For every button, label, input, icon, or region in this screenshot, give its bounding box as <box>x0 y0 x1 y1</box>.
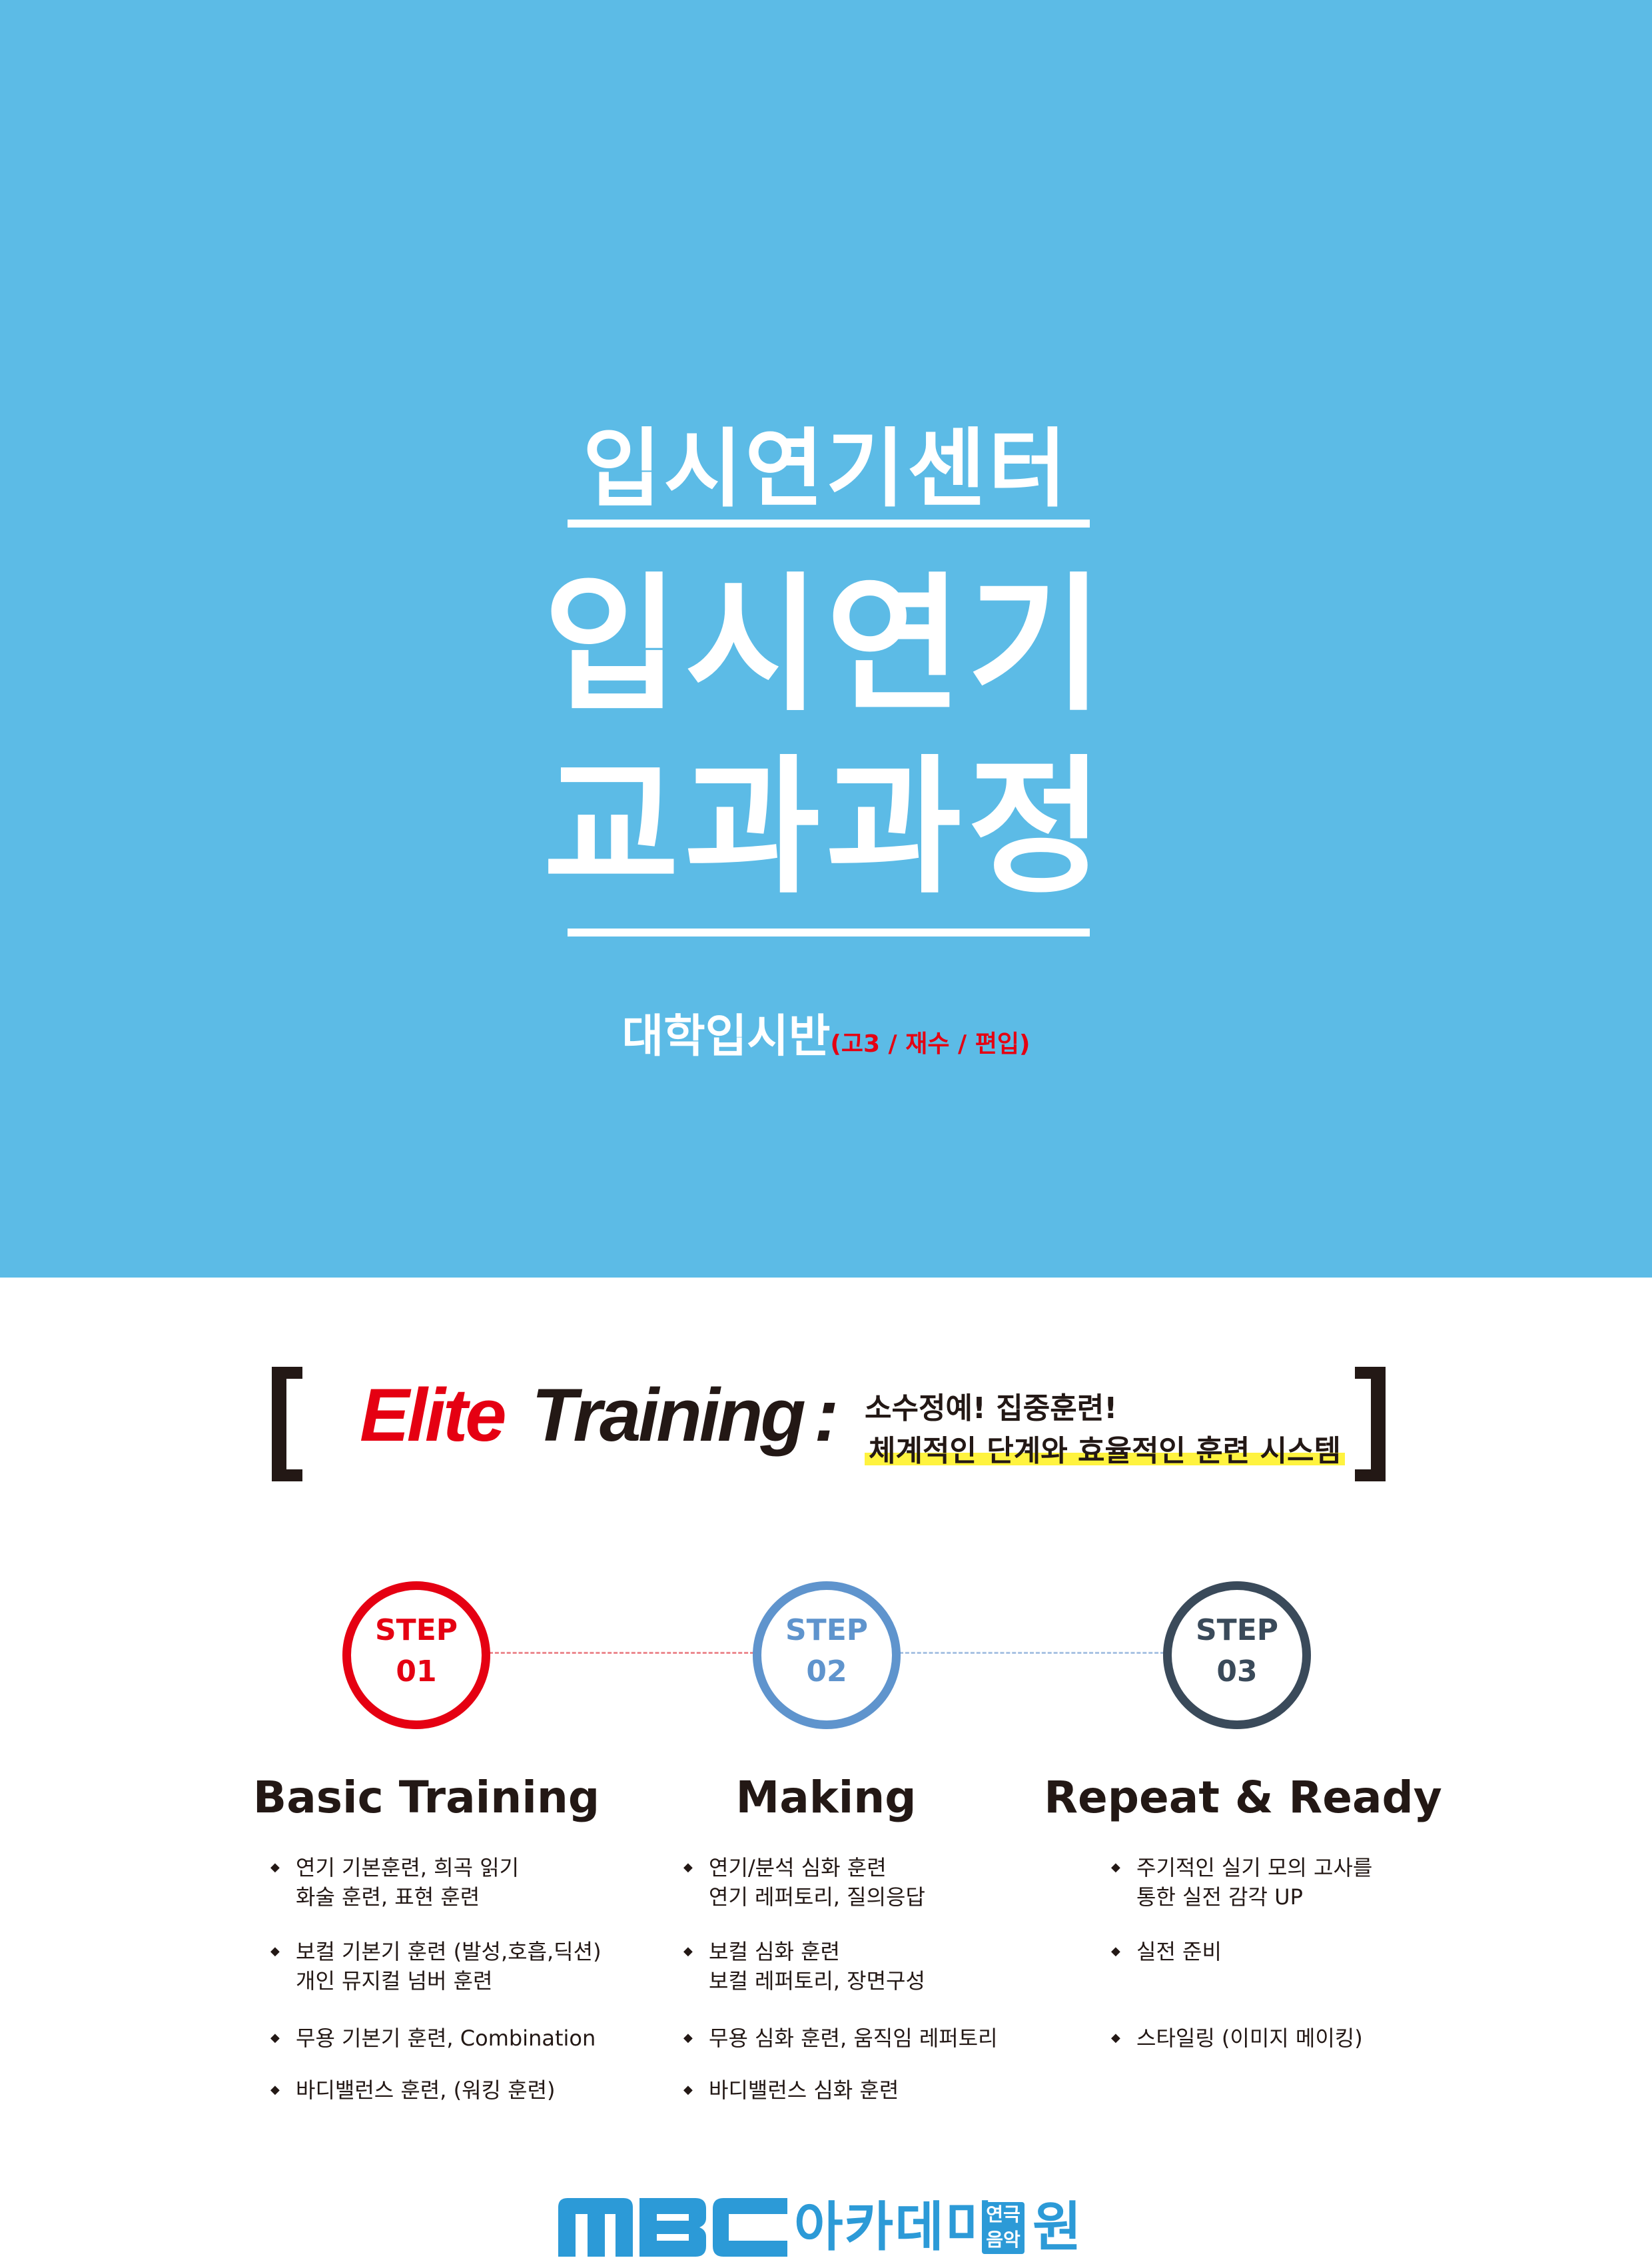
list-item: 스타일링 (이미지 메이킹) <box>1111 2024 1363 2053</box>
step-connector-1 <box>489 1652 754 1654</box>
training-word: Training <box>532 1373 806 1457</box>
step-circle-1: STEP 01 <box>342 1581 490 1729</box>
banner-colon: : <box>814 1373 839 1457</box>
list-item: 바디밸런스 훈련, (워킹 훈련) <box>270 2075 556 2105</box>
list-item-line: 통한 실전 감각 UP <box>1136 1884 1303 1910</box>
step-number: 02 <box>806 1655 847 1689</box>
step-label: STEP <box>1195 1613 1278 1647</box>
list-item-line: 개인 뮤지컬 넘버 훈련 <box>296 1968 493 1994</box>
mbc-logo-icon <box>558 2198 787 2257</box>
step-label: STEP <box>374 1613 458 1647</box>
list-item-line: 실전 준비 <box>1136 1939 1222 1964</box>
bracket-right <box>1355 1367 1386 1481</box>
slogan-line-1: 소수정예! 집중훈련! <box>865 1391 1118 1425</box>
mbc-academy-logo: 아카데미 연극 음악 원 <box>558 2195 1104 2259</box>
class-name: 대학입시반 <box>621 1010 831 1063</box>
list-item-line: 보컬 기본기 훈련 (발성,호흡,딕션) <box>296 1939 602 1964</box>
hero-section: 입시연기센터 입시연기 교과과정 대학입시반(고3 / 재수 / 편입) <box>0 0 1652 1278</box>
list-item: 연기 기본훈련, 희곡 읽기 화술 훈련, 표현 훈련 <box>270 1853 519 1912</box>
class-line: 대학입시반(고3 / 재수 / 편입) <box>0 999 1652 1065</box>
list-item: 보컬 기본기 훈련 (발성,호흡,딕션) 개인 뮤지컬 넘버 훈련 <box>270 1937 602 1996</box>
list-item: 보컬 심화 훈련 보컬 레퍼토리, 장면구성 <box>683 1937 925 1996</box>
list-item-line: 바디밸런스 훈련, (워킹 훈련) <box>296 2077 556 2103</box>
list-item-line: 보컬 심화 훈련 <box>709 1939 840 1964</box>
logo-suffix: 원 <box>1032 2196 1082 2258</box>
step-connector-2 <box>899 1652 1164 1654</box>
list-item-line: 연기 레퍼토리, 질의응답 <box>709 1884 925 1910</box>
title-rule-top <box>568 520 1090 528</box>
list-item-line: 화술 훈련, 표현 훈련 <box>296 1884 480 1910</box>
list-item-line: 무용 기본기 훈련, Combination <box>296 2026 596 2051</box>
title-line-1: 입시연기 <box>543 560 1109 731</box>
list-item: 연기/분석 심화 훈련 연기 레퍼토리, 질의응답 <box>683 1853 925 1912</box>
list-item: 무용 기본기 훈련, Combination <box>270 2024 596 2053</box>
logo-tag-line: 연극 <box>986 2203 1021 2225</box>
list-item-line: 무용 심화 훈련, 움직임 레퍼토리 <box>709 2026 998 2051</box>
list-item-line: 연기/분석 심화 훈련 <box>709 1855 887 1880</box>
logo-tag: 연극 음악 <box>982 2202 1025 2254</box>
class-subtitle: (고3 / 재수 / 편입) <box>830 1030 1031 1058</box>
step-number: 01 <box>396 1655 437 1689</box>
list-item-line: 주기적인 실기 모의 고사를 <box>1136 1855 1373 1880</box>
step-title-1: Basic Training <box>252 1772 600 1823</box>
step-circle-2: STEP 02 <box>753 1581 901 1729</box>
title-rule-bottom <box>568 929 1090 937</box>
step-title-3: Repeat & Ready <box>1044 1772 1442 1823</box>
list-item: 무용 심화 훈련, 움직임 레퍼토리 <box>683 2024 998 2053</box>
list-item-line: 바디밸런스 심화 훈련 <box>709 2077 899 2103</box>
slogan-highlight: 체계적인 단계와 효율적인 훈련 시스템 <box>865 1434 1345 1468</box>
bracket-left <box>272 1367 302 1481</box>
title-line-2: 교과과정 <box>543 742 1109 914</box>
list-item-line: 연기 기본훈련, 희곡 읽기 <box>296 1855 520 1880</box>
logo-academy-text: 아카데미 <box>794 2196 996 2258</box>
step-number: 03 <box>1216 1655 1258 1689</box>
list-item: 실전 준비 <box>1111 1937 1222 1966</box>
list-item: 주기적인 실기 모의 고사를 통한 실전 감각 UP <box>1111 1853 1372 1912</box>
step-circle-3: STEP 03 <box>1163 1581 1311 1729</box>
logo-tag-line: 음악 <box>986 2229 1021 2251</box>
list-item: 바디밸런스 심화 훈련 <box>683 2075 899 2105</box>
step-label: STEP <box>785 1613 868 1647</box>
list-item-line: 스타일링 (이미지 메이킹) <box>1136 2026 1363 2051</box>
step-title-2: Making <box>735 1772 917 1823</box>
elite-word: Elite <box>360 1373 507 1457</box>
slogan-line-2: 체계적인 단계와 효율적인 훈련 시스템 <box>865 1427 1345 1469</box>
center-name: 입시연기센터 <box>582 420 1070 519</box>
list-item-line: 보컬 레퍼토리, 장면구성 <box>709 1968 925 1994</box>
